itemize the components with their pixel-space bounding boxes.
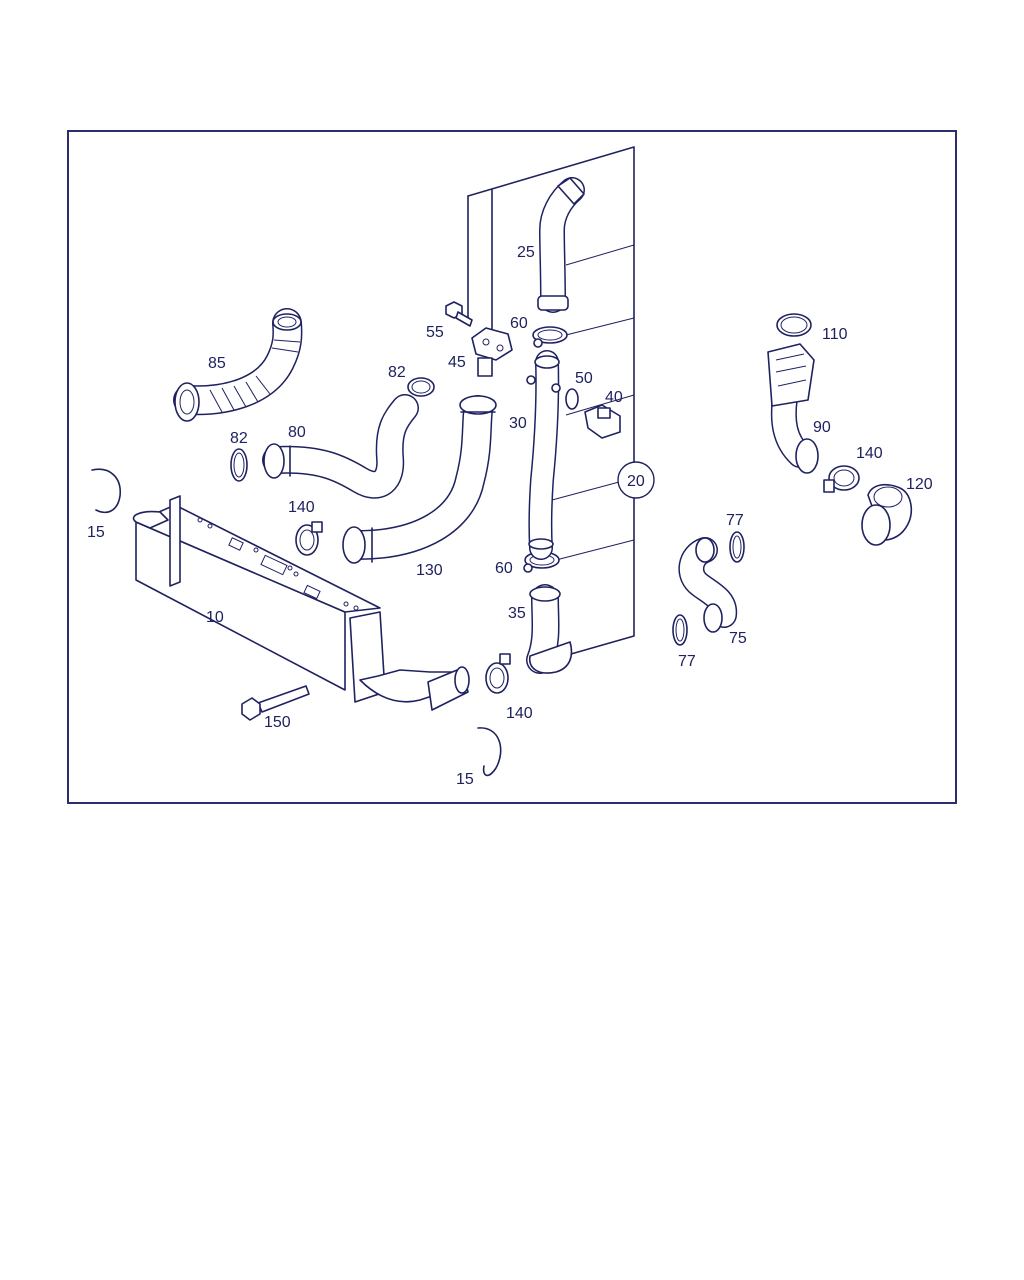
label-40: 40 bbox=[605, 389, 623, 406]
part-50-seal bbox=[565, 388, 579, 410]
part-77-seal-lower bbox=[672, 614, 688, 646]
label-30: 30 bbox=[509, 415, 527, 432]
part-140-clamp-right bbox=[823, 465, 860, 493]
label-110: 110 bbox=[822, 326, 848, 343]
part-120-elbow bbox=[861, 483, 913, 546]
label-77-upper: 77 bbox=[726, 512, 744, 529]
label-15-lower: 15 bbox=[456, 771, 474, 788]
label-60-upper: 60 bbox=[510, 315, 528, 332]
part-30-pipe bbox=[526, 350, 561, 560]
part-55-bolt bbox=[445, 301, 473, 327]
part-150-bolt bbox=[241, 685, 310, 721]
part-77-seal-upper bbox=[729, 531, 745, 563]
part-60-clamp-upper bbox=[532, 326, 568, 348]
part-20-callout-circle bbox=[617, 461, 655, 499]
part-110-seal-ring bbox=[776, 313, 812, 337]
label-15-upper: 15 bbox=[87, 524, 105, 541]
part-45-flange bbox=[471, 327, 513, 377]
part-10-intercooler bbox=[132, 495, 470, 711]
label-130: 130 bbox=[416, 562, 443, 579]
part-80-hose bbox=[262, 394, 419, 499]
part-140-clamp-center bbox=[485, 653, 511, 694]
label-82-left: 82 bbox=[230, 430, 248, 447]
label-45: 45 bbox=[448, 354, 466, 371]
label-150: 150 bbox=[264, 714, 291, 731]
part-labels: 85 82 82 80 15 15 10 140 140 140 130 150… bbox=[87, 244, 933, 788]
label-90: 90 bbox=[813, 419, 831, 436]
label-60-lower: 60 bbox=[495, 560, 513, 577]
label-140-left: 140 bbox=[288, 499, 315, 516]
part-15-wire-lower bbox=[477, 727, 502, 777]
label-140-right: 140 bbox=[856, 445, 883, 462]
label-80: 80 bbox=[288, 424, 306, 441]
label-25: 25 bbox=[517, 244, 535, 261]
part-15-wire-upper bbox=[91, 468, 121, 514]
diagram-frame bbox=[67, 130, 957, 804]
label-10: 10 bbox=[206, 609, 224, 626]
label-75: 75 bbox=[729, 630, 747, 647]
part-40-sensor bbox=[584, 404, 621, 439]
part-25-pipe bbox=[537, 177, 585, 313]
label-120: 120 bbox=[906, 476, 933, 493]
label-140-center: 140 bbox=[506, 705, 533, 722]
label-20: 20 bbox=[627, 473, 645, 490]
label-82-right: 82 bbox=[388, 364, 406, 381]
label-50: 50 bbox=[575, 370, 593, 387]
part-35-elbow bbox=[526, 584, 573, 674]
part-82-seal-ring-right bbox=[407, 377, 435, 397]
part-85-corrugated-hose bbox=[173, 308, 303, 422]
part-90-pipe bbox=[767, 343, 819, 474]
label-77-lower: 77 bbox=[678, 653, 696, 670]
part-75-hose bbox=[678, 537, 738, 633]
part-140-clamp-left bbox=[295, 521, 323, 556]
label-55: 55 bbox=[426, 324, 444, 341]
part-82-seal-ring-left bbox=[230, 448, 248, 482]
label-85: 85 bbox=[208, 355, 226, 372]
part-130-hose bbox=[342, 395, 497, 564]
label-35: 35 bbox=[508, 605, 526, 622]
